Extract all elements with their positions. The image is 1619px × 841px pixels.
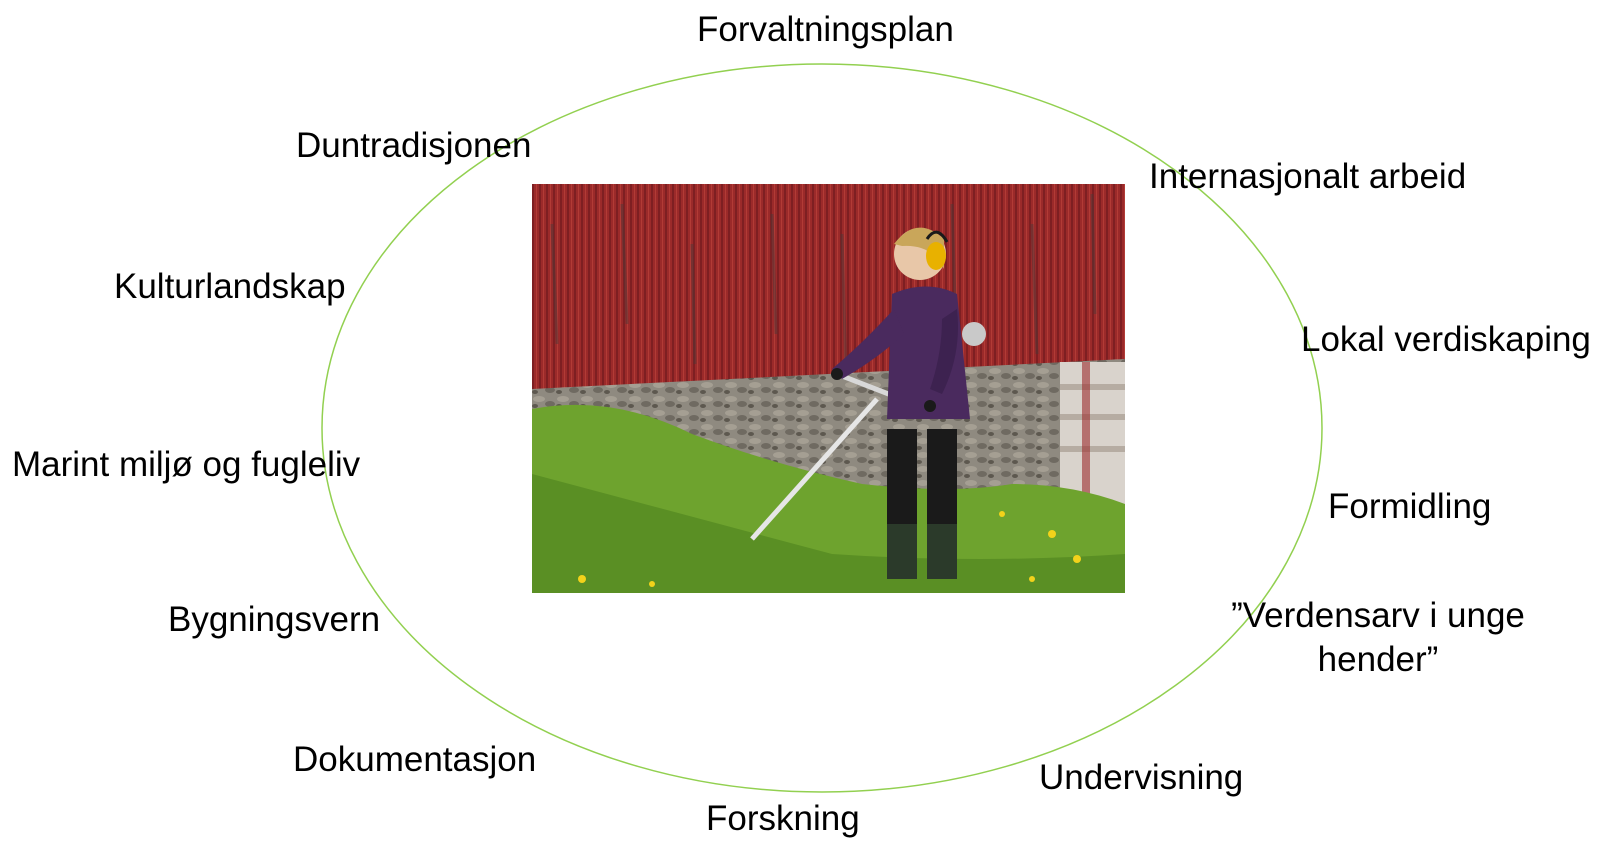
label-bygningsvern: Bygningsvern [168, 600, 381, 639]
label-verdensarv: ”Verdensarv i unge hender” [1231, 596, 1525, 679]
barn-wall [532, 184, 1125, 394]
label-formidling: Formidling [1328, 487, 1492, 526]
label-internasjonalt-arbeid: Internasjonalt arbeid [1149, 157, 1467, 196]
label-duntradisjonen: Duntradisjonen [296, 126, 532, 165]
label-lokal-verdiskaping: Lokal verdiskaping [1301, 320, 1591, 359]
person-jacket [887, 286, 970, 419]
label-forskning: Forskning [706, 799, 860, 838]
label-marint-miljo: Marint miljø og fugleliv [12, 445, 361, 484]
label-forvaltningsplan: Forvaltningsplan [697, 10, 954, 49]
green-ellipse [321, 63, 1323, 793]
label-kulturlandskap: Kulturlandskap [114, 267, 346, 306]
mowing-photo-illustration [532, 184, 1125, 593]
label-undervisning: Undervisning [1039, 758, 1244, 797]
center-photo [532, 184, 1125, 593]
earmuff-icon [926, 242, 946, 270]
label-dokumentasjon: Dokumentasjon [293, 740, 537, 779]
